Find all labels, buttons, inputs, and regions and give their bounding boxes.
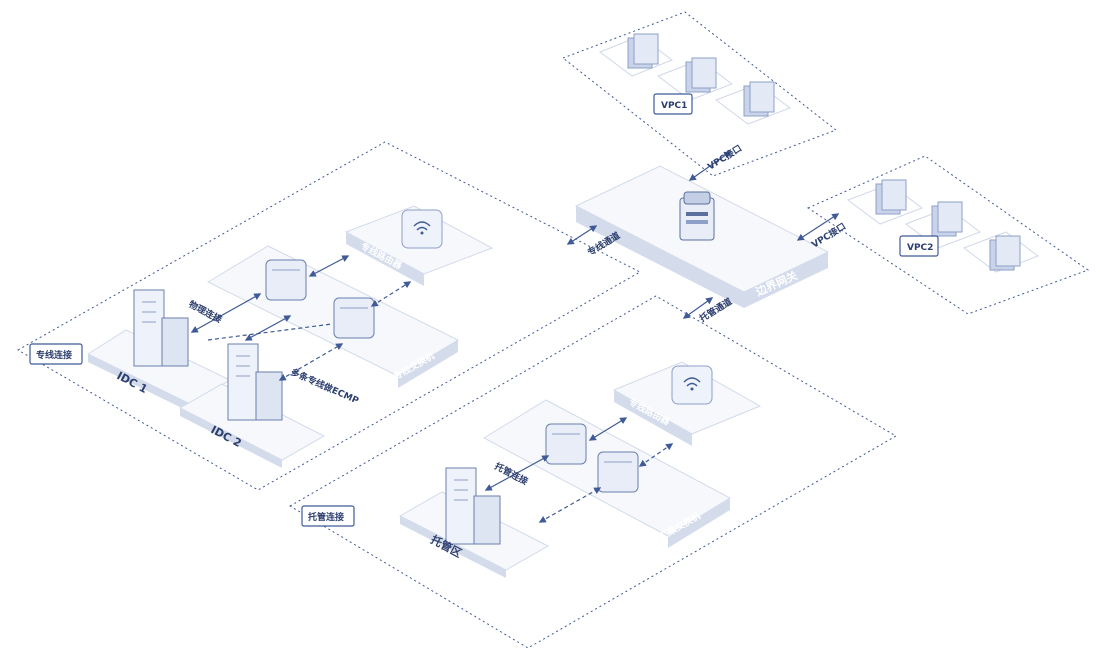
- idc1-strip: [88, 354, 190, 412]
- hosting-channel-link: [682, 297, 714, 319]
- router-switch-link: [370, 281, 412, 307]
- dedicated-line-tag: [29, 343, 83, 365]
- gateway-plate-side: [576, 206, 744, 308]
- building-icon: [227, 343, 283, 421]
- vpc2-boundary: [806, 155, 1090, 315]
- hosting-zone-strip: [400, 516, 506, 578]
- server-stack-icon: [627, 33, 659, 69]
- idc2-switch-link: [278, 343, 344, 381]
- wifi-router-icon: [671, 365, 713, 405]
- dedicated-channel-link: [566, 225, 598, 245]
- vpc1-boundary: [561, 11, 838, 177]
- vpc1-link: [688, 151, 732, 181]
- border-gateway-region: 边界网关 VPC接口 VPC接口 专线通道 托管通道: [566, 142, 848, 325]
- dedicated-line-tag-text: 专线连接: [36, 349, 72, 361]
- vpc-interface-1-label: VPC接口: [705, 142, 744, 172]
- vpc2-region: VPC2: [806, 155, 1090, 315]
- idc1-switch-link: [190, 293, 262, 333]
- router-plate-strip: [346, 232, 424, 286]
- idc2-plate: [178, 383, 326, 461]
- building-icon: [133, 289, 189, 367]
- hosting-tag: [301, 505, 355, 527]
- vpc1-tag-text: VPC1: [661, 101, 687, 111]
- switch-cube-icon: [265, 259, 307, 301]
- switch-cube-icon: [545, 423, 587, 465]
- vpc2-tag-text: VPC2: [907, 243, 933, 253]
- hosting-switch-strip: [668, 498, 730, 548]
- vpc2-link: [796, 213, 840, 241]
- vpc1-region: VPC1: [561, 11, 838, 177]
- router-switch-link: [308, 255, 350, 277]
- hosting-router-switch-link: [588, 417, 628, 441]
- vpc2-tag: [899, 235, 939, 257]
- server-stack-icon: [875, 179, 907, 215]
- building-icon: [445, 467, 501, 545]
- vpc1-tag: [653, 93, 693, 115]
- switch-plate-strip: [398, 340, 458, 388]
- physical-link-label: 物理连接: [187, 298, 224, 326]
- hosting-router-strip: [614, 390, 692, 446]
- hosting-boundary: [289, 295, 897, 649]
- ecmp-label: 多条专线做ECMP: [289, 366, 361, 407]
- hosting-region: 托管连接 汇聚交换机 专线路由器: [289, 295, 897, 649]
- dedicated-line-boundary: [16, 141, 642, 491]
- hosting-channel-label: 托管通道: [697, 295, 734, 324]
- switch-cube-icon: [597, 451, 639, 493]
- idc2-switch-link: [244, 315, 292, 341]
- zone-switch-link: [484, 455, 550, 491]
- server-stack-icon: [743, 81, 775, 117]
- switch-cube-icon: [333, 297, 375, 339]
- zone-switch-link: [538, 487, 602, 523]
- wifi-router-icon: [401, 209, 443, 249]
- gateway-plate-strip: [744, 252, 828, 308]
- server-stack-icon: [989, 235, 1021, 271]
- server-stack-icon: [685, 57, 717, 93]
- vpc-interface-2-label: VPC接口: [809, 220, 848, 250]
- idc2-strip: [180, 408, 282, 468]
- gateway-device-icon: [679, 191, 715, 241]
- server-stack-icon: [931, 201, 963, 237]
- hosting-tag-text: 托管连接: [308, 511, 344, 523]
